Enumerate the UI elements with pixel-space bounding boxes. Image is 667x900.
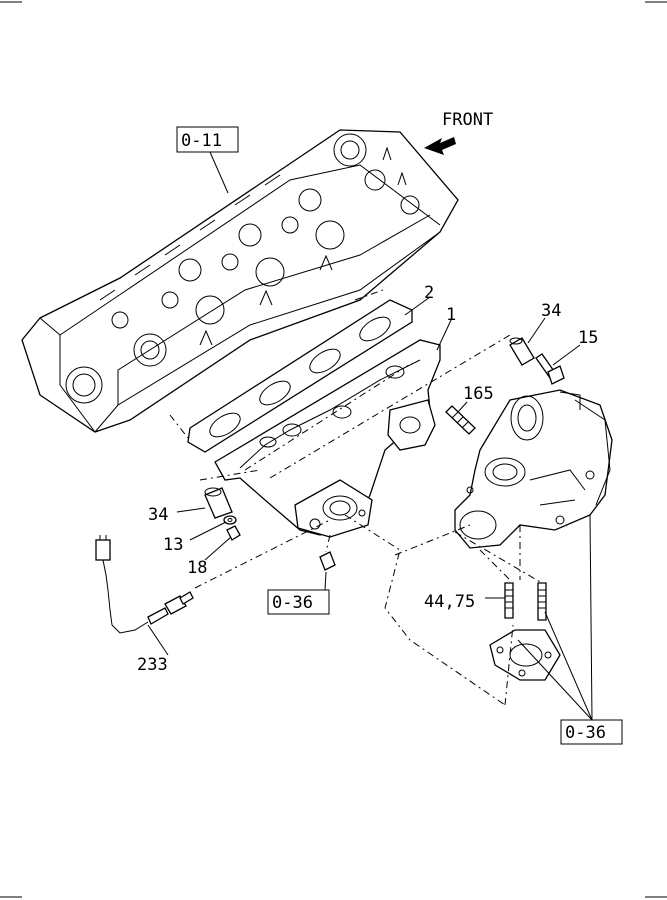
label-part-13: 13 xyxy=(163,535,183,555)
turbo-gasket xyxy=(489,629,561,681)
alignment-lines xyxy=(169,289,543,706)
front-arrow-icon xyxy=(424,137,456,155)
svg-text:0-11: 0-11 xyxy=(181,131,222,151)
leader-lines xyxy=(147,296,593,721)
exhaust-gasket xyxy=(187,299,413,453)
spacer-left xyxy=(204,487,233,519)
turbo-studs xyxy=(504,582,547,621)
label-part-34-top: 34 xyxy=(541,301,561,321)
front-direction-indicator: FRONT xyxy=(424,110,493,155)
label-part-44-75: 44,75 xyxy=(424,592,475,612)
washer-13 xyxy=(223,515,237,525)
label-part-34-left: 34 xyxy=(148,505,168,525)
label-part-1: 1 xyxy=(446,305,456,325)
bolt-15 xyxy=(535,353,565,385)
spacer-top xyxy=(509,337,535,366)
label-part-15: 15 xyxy=(578,328,598,348)
svg-text:0-36: 0-36 xyxy=(272,593,313,613)
part-labels: 2 1 34 15 165 34 13 18 44,75 233 xyxy=(137,283,598,675)
cylinder-head xyxy=(21,129,459,433)
label-part-2: 2 xyxy=(424,283,434,303)
ref-box-manifold-nut[interactable]: 0-36 xyxy=(267,589,330,615)
exhaust-manifold xyxy=(214,339,441,538)
manifold-nut xyxy=(319,551,336,571)
svg-text:0-36: 0-36 xyxy=(565,723,606,743)
leader-cylinder-head xyxy=(209,151,229,194)
front-label: FRONT xyxy=(442,110,493,130)
label-part-18: 18 xyxy=(187,558,207,578)
ref-box-cylinder-head[interactable]: 0-11 xyxy=(176,126,239,153)
exhaust-temperature-sensor xyxy=(95,535,194,634)
stud-165 xyxy=(445,405,476,435)
cylinder-head-details xyxy=(65,133,420,404)
label-part-165: 165 xyxy=(463,384,494,404)
turbocharger xyxy=(454,389,613,549)
label-part-233: 233 xyxy=(137,655,168,675)
ref-box-turbo-studs[interactable]: 0-36 xyxy=(560,719,623,745)
nut-18 xyxy=(226,525,241,541)
